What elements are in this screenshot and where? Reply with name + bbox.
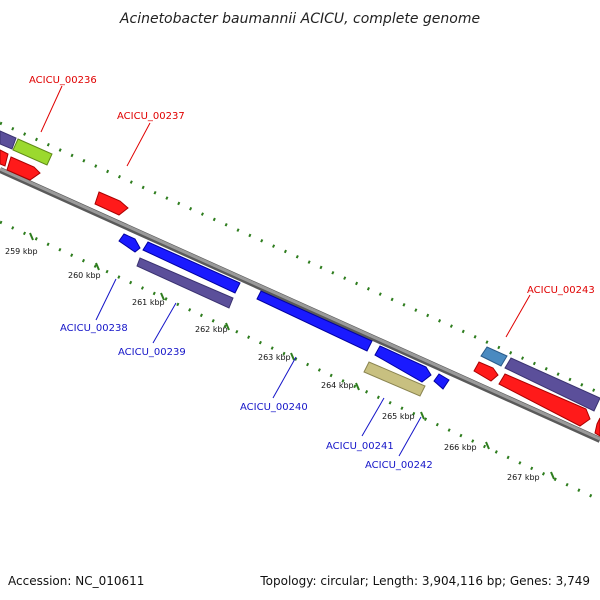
- major-ticks: [29, 232, 555, 480]
- tick-label: 262 kbp: [195, 325, 228, 334]
- map-title: Acinetobacter baumannii ACICU, complete …: [119, 11, 480, 27]
- genes: [0, 130, 600, 437]
- gene-red-4: [498, 373, 591, 427]
- gene-blue-long-1: [142, 241, 241, 294]
- gene-blue-2: [374, 345, 432, 383]
- gene-red-2: [6, 156, 41, 181]
- gene-label-00239: ACICU_00239: [118, 347, 186, 358]
- gene-label-00237: ACICU_00237: [117, 111, 185, 122]
- tick-label: 264 kbp: [321, 381, 354, 390]
- gene-label-00238: ACICU_00238: [60, 323, 128, 334]
- gene-label-00243: ACICU_00243: [527, 285, 595, 296]
- gene-00243: [480, 346, 508, 367]
- tick-label: 263 kbp: [258, 353, 291, 362]
- gene-red-5: [594, 417, 600, 437]
- tick-label: 259 kbp: [5, 247, 38, 256]
- genome-summary: Topology: circular; Length: 3,904,116 bp…: [259, 574, 590, 588]
- outer-tick-ring: [0, 121, 600, 395]
- gene-label-00240: ACICU_00240: [240, 402, 308, 413]
- accession-text: Accession: NC_010611: [8, 574, 144, 588]
- label-leaders: [40, 85, 531, 457]
- gene-red-1: [0, 149, 9, 167]
- gene-label-00236: ACICU_00236: [29, 75, 97, 86]
- gene-labels: ACICU_00236 ACICU_00237 ACICU_00238 ACIC…: [29, 75, 595, 471]
- gene-00236: [12, 138, 53, 166]
- gene-label-00242: ACICU_00242: [365, 460, 433, 471]
- gene-00237: [94, 191, 129, 216]
- gene-label-00241: ACICU_00241: [326, 441, 394, 452]
- gene-00239: [136, 257, 234, 309]
- tick-label: 265 kbp: [382, 412, 415, 421]
- tick-labels: 259 kbp 260 kbp 261 kbp 262 kbp 263 kbp …: [5, 247, 540, 482]
- gene-purple-1: [0, 130, 17, 150]
- gene-00242: [433, 373, 450, 390]
- tick-label: 266 kbp: [444, 443, 477, 452]
- gene-red-3: [473, 361, 499, 382]
- gene-00240: [256, 290, 373, 352]
- tick-label: 260 kbp: [68, 271, 101, 280]
- tick-label: 267 kbp: [507, 473, 540, 482]
- tick-label: 261 kbp: [132, 298, 165, 307]
- gene-00238: [118, 233, 141, 253]
- genome-backbone: [0, 167, 600, 443]
- gene-purple-2: [504, 357, 600, 412]
- gene-00241: [363, 361, 426, 397]
